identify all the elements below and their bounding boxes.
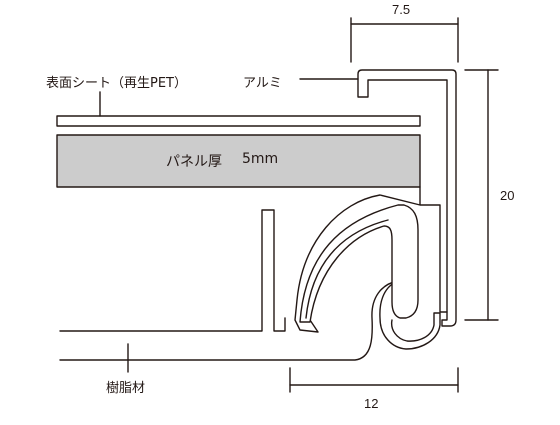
aluminum-frame-shape xyxy=(357,69,457,327)
aluminum-arm-shape xyxy=(294,186,448,333)
aluminum-rib-inner xyxy=(305,219,389,319)
resin-hook-shape xyxy=(379,280,441,350)
surface-sheet-shape xyxy=(56,115,421,127)
aluminum-label: アルミ xyxy=(243,76,282,91)
dim-bottom-value: 12 xyxy=(364,396,379,411)
resin-base-shape xyxy=(59,209,399,361)
dim-height-value: 20 xyxy=(500,188,515,203)
dim-top-value: 7.5 xyxy=(392,2,411,17)
panel-thickness-value: 5mm xyxy=(242,151,279,167)
aluminum-rib-shape xyxy=(299,204,419,323)
surface-sheet-label: 表面シート（再生PET） xyxy=(46,76,187,91)
resin-label: 樹脂材 xyxy=(106,381,146,396)
panel-label: パネル厚 xyxy=(166,154,222,170)
panel-shape xyxy=(56,134,421,188)
